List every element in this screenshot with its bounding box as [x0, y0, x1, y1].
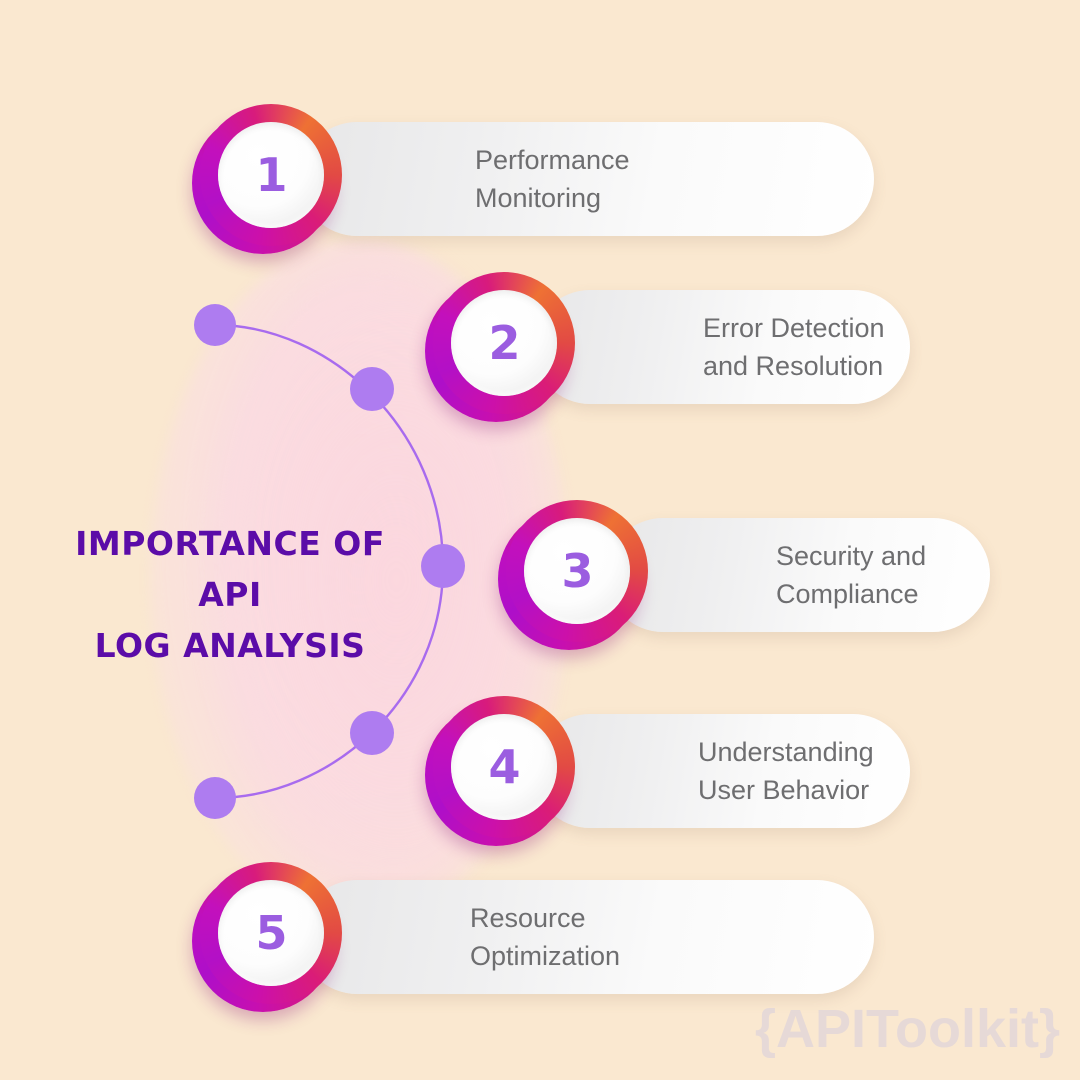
badge-core: 3	[524, 518, 630, 624]
connector-dot	[194, 304, 236, 346]
connector-dot	[194, 777, 236, 819]
list-item[interactable]: Understanding User Behavior 4	[425, 696, 985, 846]
page-title: IMPORTANCE OF API LOG ANALYSIS	[40, 518, 420, 671]
item-label: Performance Monitoring	[475, 144, 630, 213]
badge-core: 5	[218, 880, 324, 986]
item-label: Security and Compliance	[776, 540, 927, 609]
badge-core: 4	[451, 714, 557, 820]
item-pill[interactable]: Security and Compliance	[606, 518, 990, 632]
list-item[interactable]: Performance Monitoring 1	[192, 104, 874, 254]
list-item[interactable]: Resource Optimization 5	[192, 862, 874, 1012]
page-title-line1: IMPORTANCE OF API	[75, 524, 385, 615]
item-pill[interactable]: Performance Monitoring	[300, 122, 874, 236]
item-pill[interactable]: Error Detection and Resolution	[533, 290, 910, 404]
connector-dot	[350, 367, 394, 411]
item-number: 5	[255, 906, 287, 960]
item-number: 4	[488, 740, 520, 794]
item-label: Understanding User Behavior	[698, 736, 874, 805]
connector-dot	[421, 544, 465, 588]
item-label: Resource Optimization	[470, 902, 621, 971]
item-number-badge[interactable]: 4	[425, 696, 575, 846]
item-pill[interactable]: Resource Optimization	[300, 880, 874, 994]
badge-core: 2	[451, 290, 557, 396]
list-item[interactable]: Error Detection and Resolution 2	[425, 272, 985, 422]
badge-core: 1	[218, 122, 324, 228]
item-number-badge[interactable]: 2	[425, 272, 575, 422]
item-number: 1	[255, 148, 287, 202]
item-pill[interactable]: Understanding User Behavior	[533, 714, 910, 828]
item-number-badge[interactable]: 1	[192, 104, 342, 254]
item-label: Error Detection and Resolution	[703, 312, 885, 381]
item-number: 2	[488, 316, 520, 370]
list-item[interactable]: Security and Compliance 3	[498, 500, 1058, 650]
item-number-badge[interactable]: 5	[192, 862, 342, 1012]
page-title-line2: LOG ANALYSIS	[94, 626, 366, 666]
item-number-badge[interactable]: 3	[498, 500, 648, 650]
connector-dot	[350, 711, 394, 755]
brand-watermark: {APIToolkit}	[754, 999, 1060, 1059]
item-number: 3	[561, 544, 593, 598]
